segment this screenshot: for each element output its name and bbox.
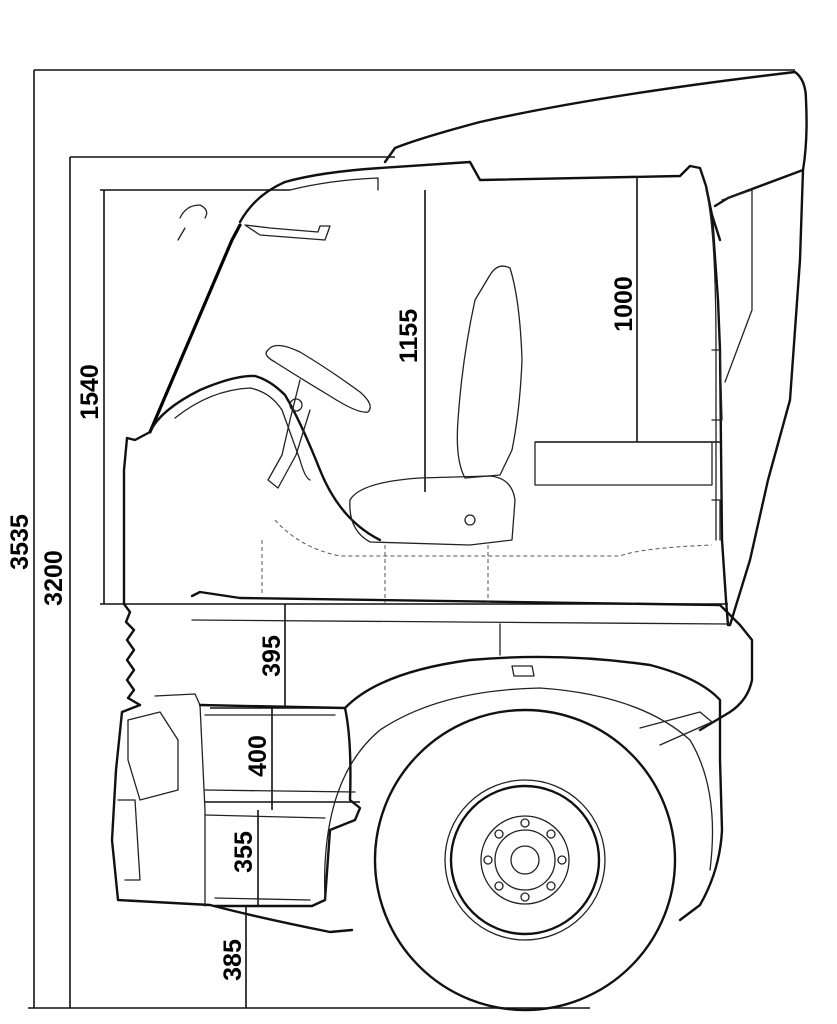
dimension-lines: [28, 69, 795, 1009]
wheel-arch-inner: [323, 687, 714, 901]
wheel-nut: [557, 855, 567, 865]
cab-body: [110, 70, 808, 934]
sun-visor: [244, 224, 331, 241]
wheel-nut: [494, 881, 504, 891]
rear-handle: [711, 349, 723, 541]
wheel-nut: [483, 855, 493, 865]
wheel-rim: [449, 784, 601, 936]
interior-rear-label: 1000: [610, 276, 638, 332]
interior-front-label: 1540: [76, 364, 104, 420]
step-inner: [204, 714, 356, 901]
headlamp: [127, 711, 179, 801]
mirror-arm: [177, 204, 208, 241]
front-grille-edge: [122, 602, 142, 707]
seat-cushion: [349, 475, 516, 546]
seat-base: [384, 545, 489, 604]
front-bumper: [110, 703, 354, 934]
rear-wall: [710, 213, 730, 627]
wheel-arch: [343, 655, 724, 922]
step-middle-label: 400: [244, 735, 272, 777]
steering-wheel: [265, 344, 371, 413]
cab-lower-body: [190, 590, 754, 732]
cab-height-label: 3200: [40, 550, 68, 606]
dashboard: [148, 374, 382, 542]
hub-ring: [480, 815, 570, 905]
mudguard-rear: [639, 711, 713, 746]
seat-lever: [464, 514, 476, 526]
spoiler-side-panel: [721, 189, 753, 383]
fog-lamp: [117, 799, 141, 881]
steering-column: [267, 379, 311, 489]
cab-floor-tunnel: [274, 519, 713, 557]
roof-spoiler-lower: [726, 168, 805, 627]
sleeper-bunk: [534, 441, 713, 486]
bumper-panel: [154, 693, 206, 907]
interior-centre-label: 1155: [395, 309, 423, 363]
steering-hub: [289, 398, 303, 412]
step-upper-label: 395: [258, 635, 286, 677]
ground-clearance-label: 385: [219, 939, 247, 981]
windscreen-pillar: [148, 223, 242, 434]
step-lower-label: 355: [230, 831, 258, 873]
wheel-nut: [546, 881, 556, 891]
front-wheel: [373, 708, 677, 1012]
interior: [261, 265, 723, 604]
wheel-nut: [546, 829, 556, 839]
cab-front-upper: [122, 430, 152, 606]
cab-roof: [238, 160, 722, 242]
wheel-nut: [520, 892, 530, 902]
hub-centre: [510, 845, 540, 875]
step-well: [198, 703, 362, 908]
hub-ring-inner: [494, 829, 556, 891]
roof-inner: [289, 177, 379, 191]
overall-height-label: 3535: [6, 514, 34, 570]
dash-inner: [174, 387, 311, 481]
tyre-outer: [373, 708, 677, 1012]
wheel-nuts: [483, 818, 567, 902]
body-crease: [191, 619, 729, 625]
tyre-inner: [444, 779, 606, 941]
seat-back: [456, 265, 523, 479]
wheel-nut: [494, 829, 504, 839]
rear-wall-inner: [705, 189, 717, 541]
roof-spoiler: [383, 70, 808, 208]
side-marker: [511, 665, 535, 677]
wheel-nut: [520, 818, 530, 828]
